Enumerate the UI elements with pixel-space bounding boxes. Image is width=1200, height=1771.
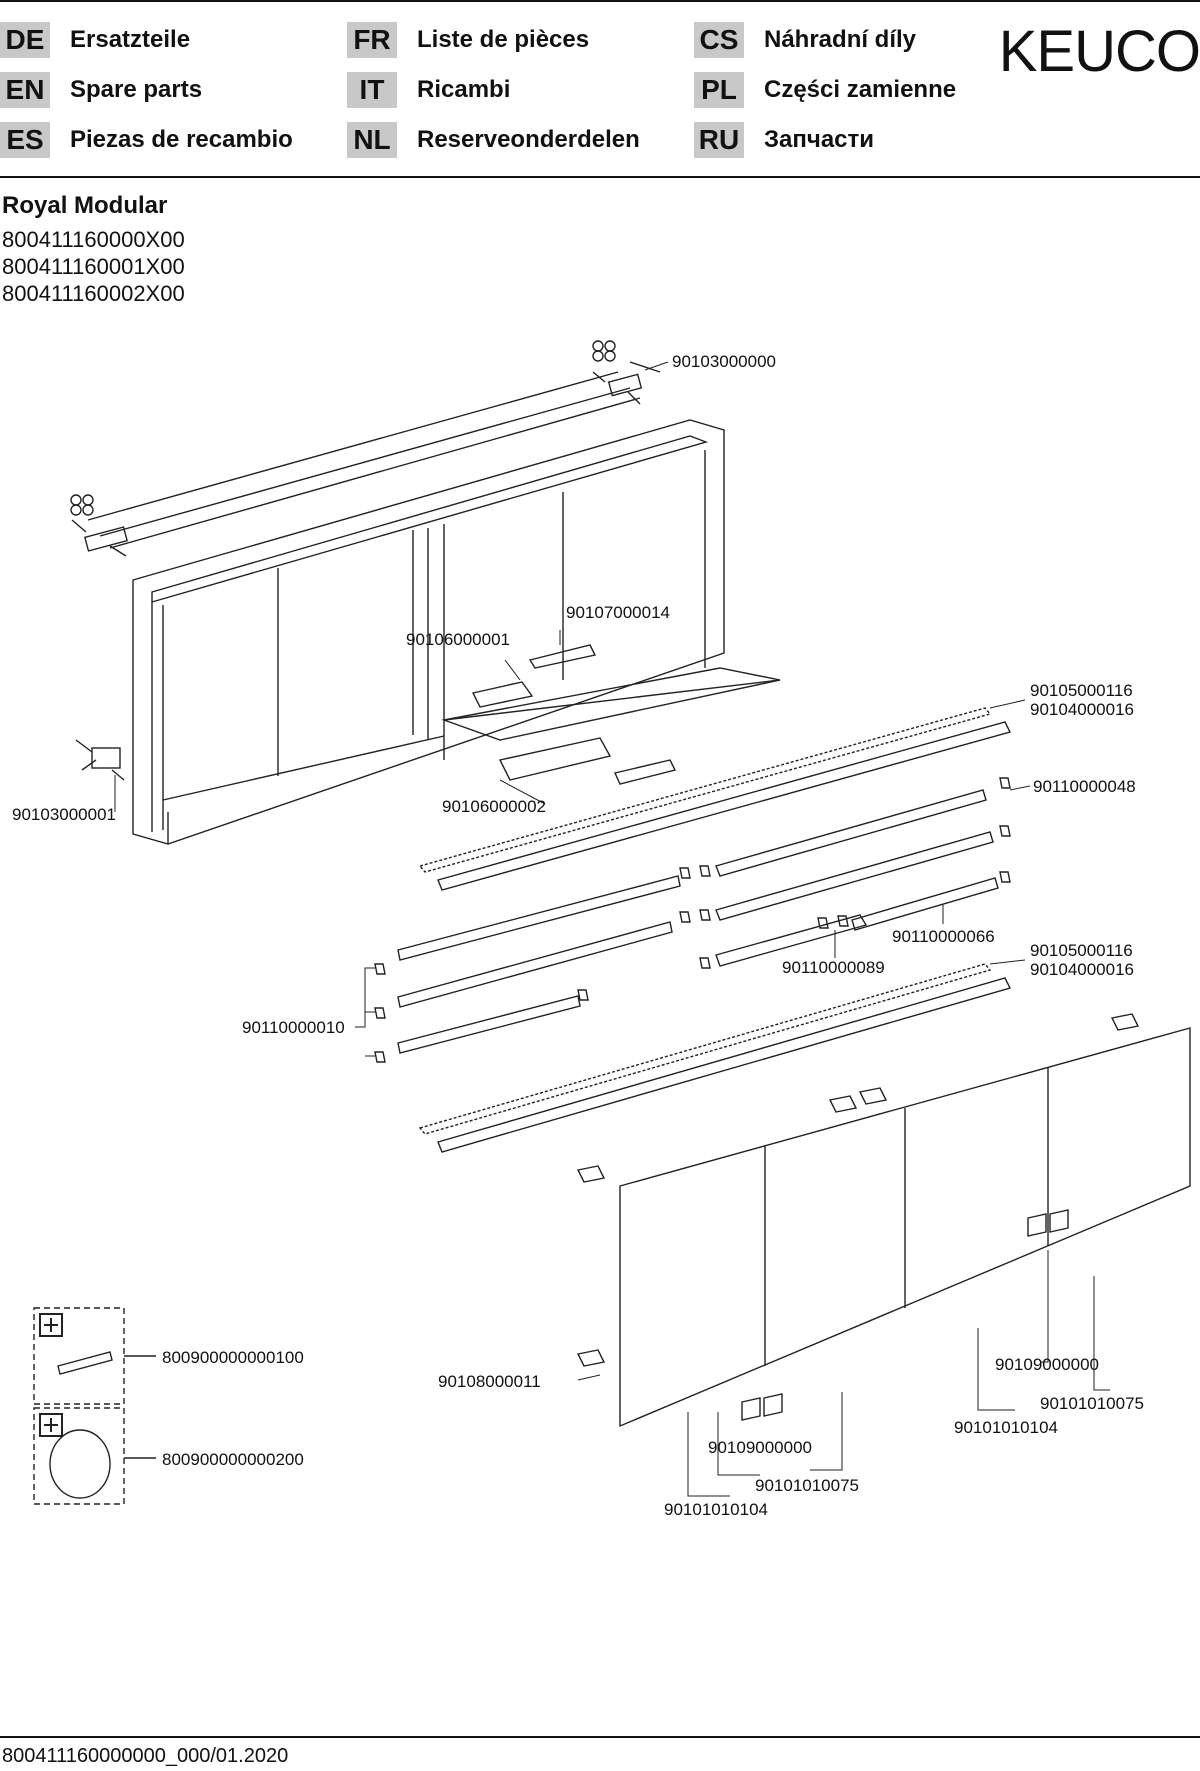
lang-code-en: EN <box>0 72 50 108</box>
part-label-hinge: 90108000011 <box>438 1372 541 1391</box>
part-label-power-supply: 90107000014 <box>566 603 671 622</box>
door-handles <box>741 1209 1069 1421</box>
article-number: 800411160000X00 <box>2 227 185 252</box>
accessory-box-mirror <box>33 1407 156 1505</box>
lang-code-ru: RU <box>694 122 744 158</box>
part-label-glass-shelf-small: 90110000066 <box>892 927 995 946</box>
lang-label-fr: Liste de pièces <box>417 26 590 53</box>
part-label-led-strip: 90105000116 <box>1030 681 1133 700</box>
part-label-door-right: 90101010104 <box>664 1500 769 1519</box>
led-strip-upper <box>418 707 1012 891</box>
part-label-glass-shelf: 90110000048 <box>1033 777 1136 796</box>
mounting-bracket-top-right <box>592 340 643 405</box>
lang-code-pl: PL <box>694 72 744 108</box>
part-label-handle: 90109000000 <box>995 1355 1100 1374</box>
lang-label-nl: Reserveonderdelen <box>417 126 640 153</box>
brand-logo: KEUCO <box>998 19 1200 84</box>
power-supply <box>471 644 597 708</box>
cabinet-body <box>132 419 781 845</box>
article-number: 800411160002X00 <box>2 281 185 306</box>
lang-label-en: Spare parts <box>70 76 203 103</box>
footer-rule <box>0 1736 1200 1738</box>
part-label-accessory-shelf: 800900000000100 <box>162 1348 304 1367</box>
cover-plate <box>498 737 612 781</box>
lang-code-it: IT <box>347 72 397 108</box>
switch-module <box>614 759 677 785</box>
led-strip-lower <box>418 963 1012 1153</box>
wall-bracket-left <box>75 739 125 781</box>
part-label-cover-plate: 90106000002 <box>442 797 547 816</box>
accessory-box-shelf <box>33 1307 156 1405</box>
top-rule <box>0 0 1200 2</box>
door-hinges <box>576 1013 1140 1367</box>
mounting-bracket-top-left <box>70 494 128 557</box>
header-rule <box>0 176 1200 178</box>
lang-label-it: Ricambi <box>417 76 511 103</box>
part-label-shelf-support: 90110000089 <box>782 958 885 977</box>
document-code: 800411160000000_000/01.2020 <box>2 1745 289 1767</box>
part-label-door-right: 90101010104 <box>954 1418 1059 1437</box>
lang-code-cs: CS <box>694 22 744 58</box>
mounting-rail <box>87 371 619 521</box>
lang-label-pl: Części zamienne <box>764 76 957 103</box>
part-label-accessory-mirror: 800900000000200 <box>162 1450 304 1469</box>
lang-code-de: DE <box>0 22 50 58</box>
part-label-transformer: 90106000001 <box>406 630 511 649</box>
part-label-mounting-bracket: 90103000000 <box>672 352 777 371</box>
part-label-door-left: 90101010075 <box>755 1476 860 1495</box>
lang-label-de: Ersatzteile <box>70 26 191 53</box>
lang-code-fr: FR <box>347 22 397 58</box>
lang-code-nl: NL <box>347 122 397 158</box>
part-label-door-left: 90101010075 <box>1040 1394 1145 1413</box>
lang-label-ru: Запчасти <box>764 126 875 153</box>
part-label-shelf-supports: 90110000010 <box>242 1018 345 1037</box>
lang-label-es: Piezas de recambio <box>70 126 293 153</box>
article-number: 800411160001X00 <box>2 254 185 279</box>
leader-lines <box>114 361 1110 1497</box>
product-name: Royal Modular <box>2 192 168 219</box>
part-label-wall-bracket: 90103000001 <box>12 805 117 824</box>
lang-code-es: ES <box>0 122 50 158</box>
mirror-doors <box>619 1027 1191 1428</box>
lang-label-cs: Náhradní díly <box>764 26 917 53</box>
glass-shelves <box>397 789 999 1054</box>
part-label-handle: 90109000000 <box>708 1438 813 1457</box>
part-label-led-profile: 90104000016 <box>1030 960 1135 979</box>
shelf-supports <box>374 777 1011 1063</box>
part-label-led-strip: 90105000116 <box>1030 941 1133 960</box>
mounting-rail <box>99 387 631 537</box>
part-label-led-profile: 90104000016 <box>1030 700 1135 719</box>
